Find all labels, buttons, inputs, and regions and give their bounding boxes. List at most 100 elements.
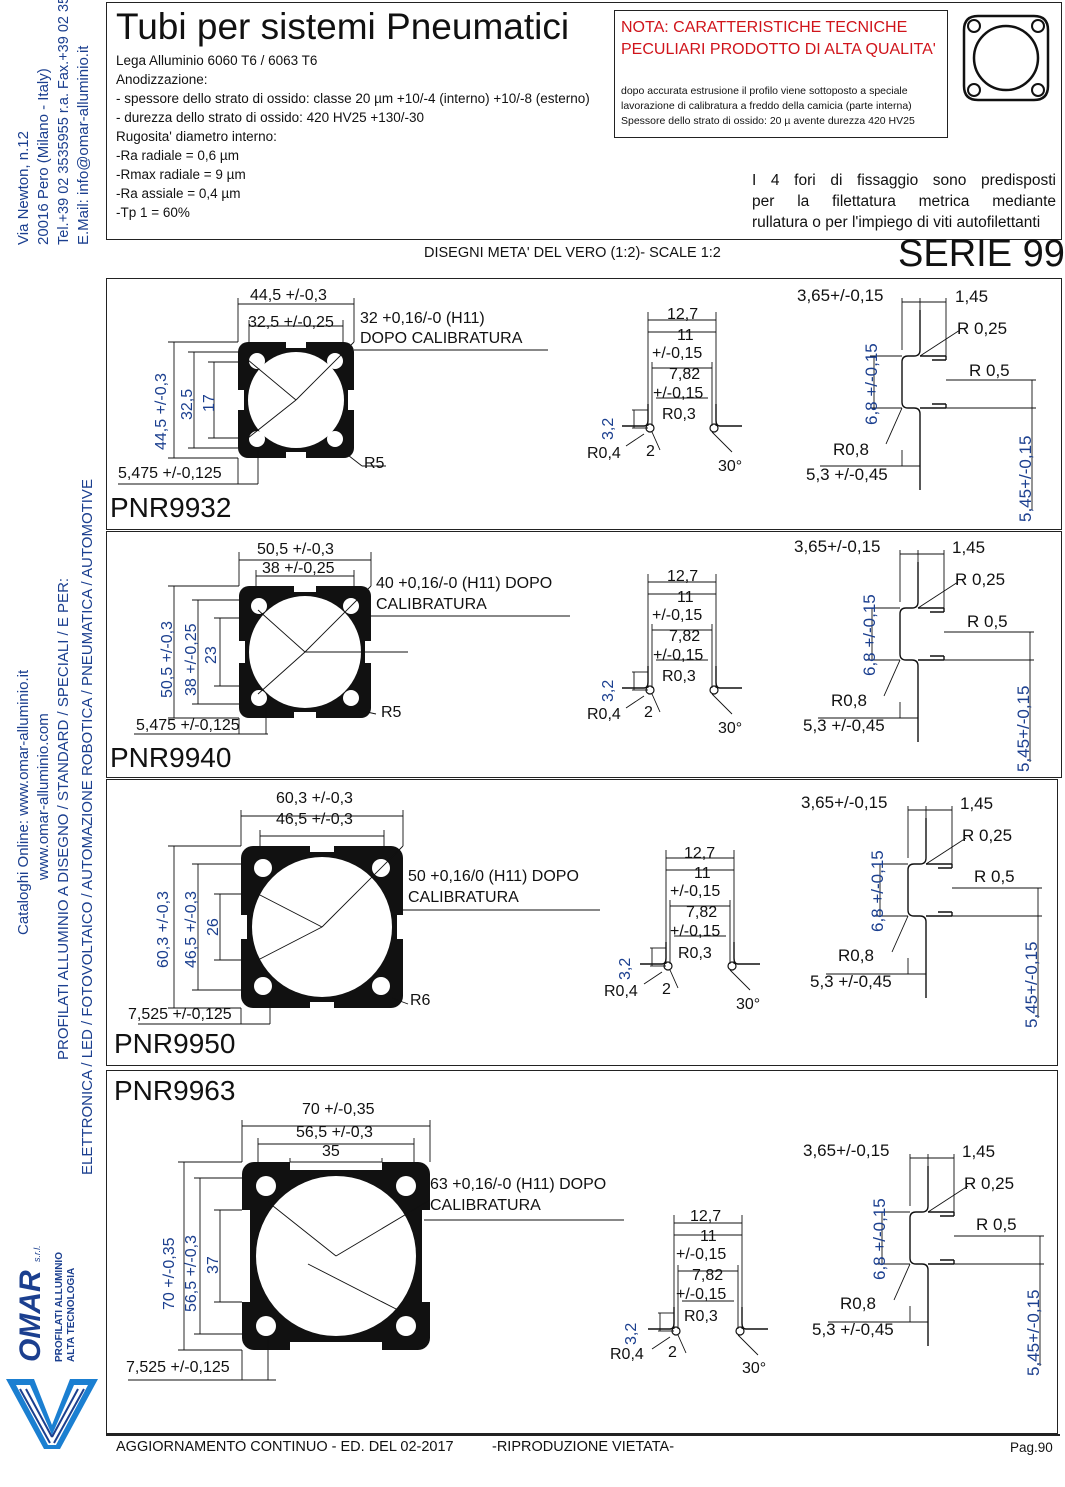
slot-radius-large: R0,8 xyxy=(833,440,869,459)
dim-outer-height: 60,3 +/-0,3 xyxy=(155,891,172,968)
section-drawing-pnr9932 xyxy=(118,298,548,485)
dim-hole-offset: 5,475 +/-0,125 xyxy=(118,465,222,482)
slot-radius-mid: R 0,5 xyxy=(974,867,1015,886)
bore-spec: 50 +0,16/0 (H11) DOPO xyxy=(408,868,579,885)
bore-spec: 63 +0,16/-0 (H11) DOPO xyxy=(430,1176,607,1193)
address-line-1: Via Newton, n.12 xyxy=(15,131,32,245)
dim-hole-offset: 5,475 +/-0,125 xyxy=(136,717,240,734)
slot-bottom: 5,3 +/-0,45 xyxy=(810,972,892,991)
groove-radius: R0,3 xyxy=(662,668,696,685)
groove-angle: 30° xyxy=(718,720,743,737)
slot-bottom: 5,3 +/-0,45 xyxy=(812,1320,894,1339)
groove-mid-tol: +/-0,15 xyxy=(676,1246,727,1263)
slot-wall: 1,45 xyxy=(952,538,986,557)
note-title-2: PECULIARI PRODOTTO DI ALTA QUALITA' xyxy=(621,41,936,58)
profile-code: PNR9940 xyxy=(110,742,232,773)
header-frame xyxy=(106,2,1062,240)
slot-depth: 3,65+/-0,15 xyxy=(797,286,884,305)
corner-radius: R5 xyxy=(364,455,385,472)
panel-pnr9963 xyxy=(106,1070,1058,1434)
catalog-sectors-line: ELETTRONICA / LED / FOTOVOLTAICO / AUTOM… xyxy=(79,479,96,1175)
groove-angle: 30° xyxy=(718,458,743,475)
groove-width: 12,7 xyxy=(667,568,699,585)
groove-corner-radius: R0,4 xyxy=(587,706,621,723)
dim-inner-height: 32,5 xyxy=(179,388,196,420)
groove-corner-radius: R0,4 xyxy=(610,1346,644,1363)
groove-inner-tol: +/-0,15 xyxy=(676,1286,727,1303)
groove-inner-tol: +/-0,15 xyxy=(670,923,721,940)
dim-hole-pitch: 37 xyxy=(205,1256,222,1274)
dim-inner-width: 46,5 +/-0,3 xyxy=(276,811,353,828)
logo-emblem-icon xyxy=(6,1379,98,1449)
slot-detail-drawing xyxy=(817,549,1035,763)
dim-outer-width: 50,5 +/-0,3 xyxy=(257,541,334,558)
fixing-note-3: rullatura o per l'impiego di viti autofi… xyxy=(752,214,1041,231)
slot-detail-drawing xyxy=(825,805,1043,1019)
groove-angle: 30° xyxy=(742,1360,767,1377)
groove-depth: 3,2 xyxy=(600,417,617,440)
dim-hole-pitch: 23 xyxy=(203,646,220,664)
spec-rmax-radial: -Rmax radiale = 9 µm xyxy=(116,167,246,182)
groove-width: 12,7 xyxy=(690,1208,722,1225)
groove-radius: R0,3 xyxy=(662,406,696,423)
logo-brand: OMAR xyxy=(14,1270,47,1362)
slot-radius-mid: R 0,5 xyxy=(969,361,1010,380)
catalog-url-line[interactable]: www.omar-alluminio.com xyxy=(35,713,52,880)
logo-tagline-1: PROFILATI ALLUMINIO xyxy=(54,1252,65,1362)
groove-corner-radius: R0,4 xyxy=(604,983,638,1000)
catalog-online-line[interactable]: Cataloghi Online: www.omar-alluminio.it xyxy=(15,669,32,935)
dim-outer-width: 60,3 +/-0,3 xyxy=(276,790,353,807)
slot-radius-large: R0,8 xyxy=(831,691,867,710)
groove-width: 12,7 xyxy=(667,306,699,323)
bore-note: DOPO CALIBRATURA xyxy=(360,330,523,347)
slot-total-height: 5,45+/-0,15 xyxy=(1016,435,1035,523)
slot-radius-large: R0,8 xyxy=(838,946,874,965)
dim-outer-width: 44,5 +/-0,3 xyxy=(250,287,327,304)
spec-tp: -Tp 1 = 60% xyxy=(116,205,190,220)
spec-roughness: Rugosita' diametro interno: xyxy=(116,129,277,144)
note-box: NOTA: CARATTERISTICHE TECNICHE PECULIARI… xyxy=(614,10,948,138)
page-title: Tubi per sistemi Pneumatici xyxy=(116,6,570,47)
slot-depth: 3,65+/-0,15 xyxy=(801,793,888,812)
fixing-note: I 4 fori di fissaggio sono predisposti p… xyxy=(752,170,1056,233)
scale-note: DISEGNI META' DEL VERO (1:2)- SCALE 1:2 xyxy=(424,245,721,261)
section-drawing-pnr9940 xyxy=(134,552,570,735)
groove-depth: 3,2 xyxy=(617,957,634,980)
groove-radius: R0,3 xyxy=(684,1308,718,1325)
spec-oxide-hardness: - durezza dello strato di ossido: 420 HV… xyxy=(116,110,425,125)
dim-hole-pitch: 17 xyxy=(201,394,218,412)
dim-hole-offset: 7,525 +/-0,125 xyxy=(126,1359,230,1376)
dim-slot-width: 35 xyxy=(322,1143,340,1160)
groove-inner-tol: +/-0,15 xyxy=(653,385,704,402)
slot-height: 6,8 +/-0,15 xyxy=(870,1198,889,1280)
note-body-1: dopo accurata estrusione il profilo vien… xyxy=(621,85,908,97)
groove-mid-width: 11 xyxy=(677,327,694,344)
groove-inner-width: 7,82 xyxy=(669,366,701,383)
panel-pnr9950 xyxy=(106,779,1058,1066)
slot-radius-large: R0,8 xyxy=(840,1294,876,1313)
dim-inner-height: 46,5 +/-0,3 xyxy=(183,891,200,968)
profile-code: PNR9963 xyxy=(114,1075,236,1106)
dim-inner-height: 38 +/-0,25 xyxy=(183,623,200,697)
groove-depth: 3,2 xyxy=(600,679,617,702)
dim-outer-height: 50,5 +/-0,3 xyxy=(159,621,176,698)
slot-wall: 1,45 xyxy=(960,794,994,813)
profile-code: PNR9932 xyxy=(110,492,232,523)
dim-outer-width: 70 +/-0,35 xyxy=(302,1101,375,1118)
slot-radius-small: R 0,25 xyxy=(964,1174,1015,1193)
address-line-2: 20016 Pero (Milano - Italy) xyxy=(35,68,52,245)
slot-bottom: 5,3 +/-0,45 xyxy=(806,465,888,484)
corner-radius: R5 xyxy=(381,704,402,721)
panel-pnr9940 xyxy=(106,531,1062,778)
bore-note: CALIBRATURA xyxy=(408,889,519,906)
groove-lip: 2 xyxy=(646,443,655,460)
dim-hole-pitch: 26 xyxy=(205,918,222,936)
section-drawing-pnr9963 xyxy=(128,1120,624,1381)
spec-anodizing: Anodizzazione: xyxy=(116,72,208,87)
email-line[interactable]: E.Mail: info@omar-alluminio.it xyxy=(75,45,92,245)
slot-total-height: 5,45+/-0,15 xyxy=(1022,941,1041,1029)
groove-mid-width: 11 xyxy=(700,1228,717,1245)
slot-height: 6,8 +/-0,15 xyxy=(868,850,887,932)
dim-inner-width: 32,5 +/-0,25 xyxy=(248,314,334,331)
catalog-services-line: PROFILATI ALLUMINIO A DISEGNO / STANDARD… xyxy=(55,577,72,1060)
